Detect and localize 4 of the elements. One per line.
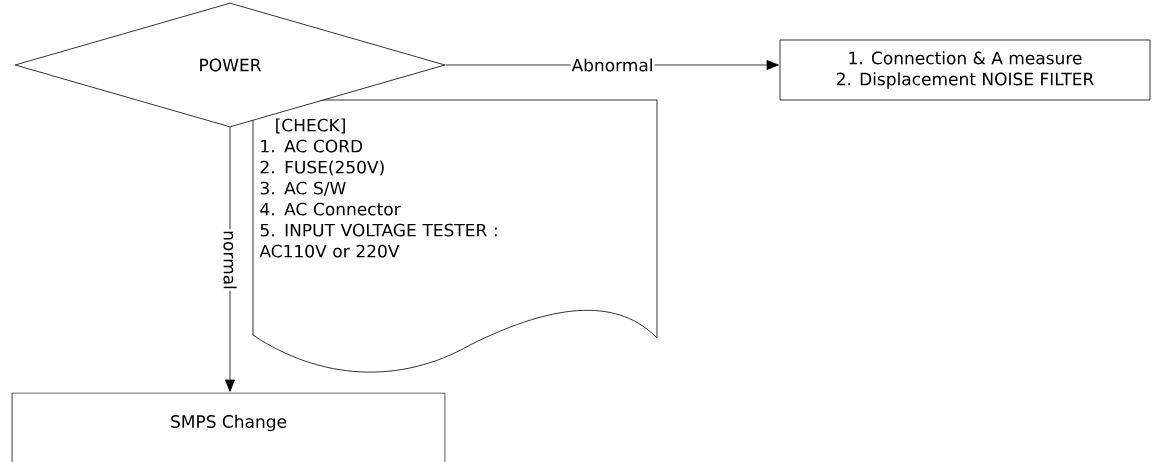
- process-box: SMPS Change: [11, 392, 446, 462]
- edge-label: Abnormal: [571, 58, 652, 72]
- edge-label: normal: [223, 231, 237, 289]
- process-box: 1. Connection & A measure 2. Displacement NOISE FILTER: [779, 39, 1151, 101]
